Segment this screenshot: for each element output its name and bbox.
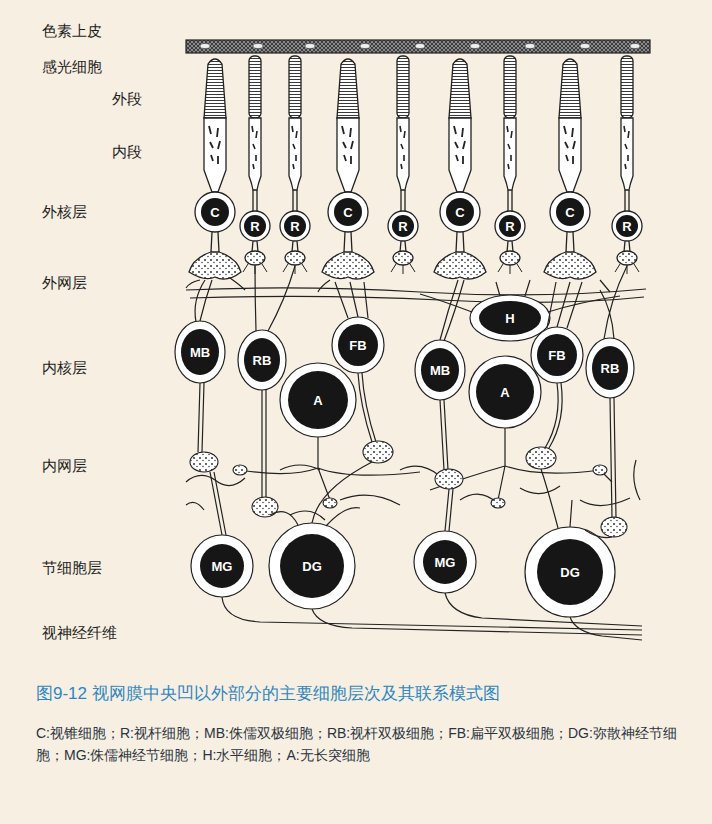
cell-nucleus: H (479, 301, 541, 335)
layer-name: 视神经纤维 (42, 624, 117, 642)
cell-nucleus: DG (280, 534, 344, 598)
cell-nucleus: MB (181, 329, 219, 375)
layer-name: 节细胞层 (42, 559, 102, 577)
cell-nucleus: RB (592, 346, 628, 390)
cell-nucleus: A (288, 371, 348, 429)
cell-label: H (505, 312, 514, 325)
cell-label: A (313, 394, 322, 407)
cell-label: FB (548, 349, 565, 362)
layer-name: 感光细胞 (42, 58, 102, 76)
cell-nucleus: C (201, 198, 229, 226)
cell-label: A (500, 386, 509, 399)
cell-label: MB (190, 346, 210, 359)
cell-nucleus: FB (537, 334, 577, 376)
figure-caption: 图9-12 视网膜中央凹以外部分的主要细胞层次及其联系模式图 (36, 684, 678, 704)
cell-label: MG (212, 560, 233, 573)
cell-nucleus: R (499, 215, 521, 237)
cell-label: RB (601, 362, 620, 375)
layer-name: 外网层 (42, 274, 87, 292)
cell-label: C (565, 206, 574, 219)
cell-label: RB (253, 354, 272, 367)
cell-label: C (210, 206, 219, 219)
cell-label: DG (560, 566, 580, 579)
cell-nucleus: C (334, 198, 362, 226)
cell-label: MB (430, 364, 450, 377)
cell-label: DG (302, 560, 322, 573)
cell-nucleus: A (476, 364, 534, 420)
cell-label: C (343, 206, 352, 219)
cell-label: R (398, 220, 407, 233)
cell-nucleus: FB (338, 324, 378, 366)
layer-name: 外段 (112, 90, 142, 108)
cell-nucleus: C (556, 198, 584, 226)
cell-label: C (455, 206, 464, 219)
layer-name: 外核层 (42, 203, 87, 221)
abbreviation-key: C:视锥细胞；R:视杆细胞；MB:侏儒双极细胞；RB:视杆双极细胞；FB:扁平双… (36, 722, 678, 767)
cell-nucleus: MG (423, 540, 467, 584)
cell-label: R (250, 220, 259, 233)
cell-nucleus: R (392, 215, 414, 237)
cell-label: FB (349, 339, 366, 352)
cell-nucleus: R (284, 215, 306, 237)
cell-nucleus: R (244, 215, 266, 237)
cell-label: R (505, 220, 514, 233)
layer-name: 内段 (112, 143, 142, 161)
cell-nucleus: MB (421, 348, 459, 392)
cell-nucleus: DG (537, 539, 603, 605)
layer-name: 色素上皮 (42, 22, 102, 40)
cell-label: R (290, 220, 299, 233)
layer-name: 内网层 (42, 457, 87, 475)
cell-nucleus: C (446, 198, 474, 226)
cell-label: R (622, 220, 631, 233)
cell-nucleus: MG (200, 544, 244, 588)
cell-nucleus: RB (244, 338, 280, 382)
cell-label: MG (435, 556, 456, 569)
cell-nucleus: R (616, 215, 638, 237)
layer-name: 内核层 (42, 359, 87, 377)
